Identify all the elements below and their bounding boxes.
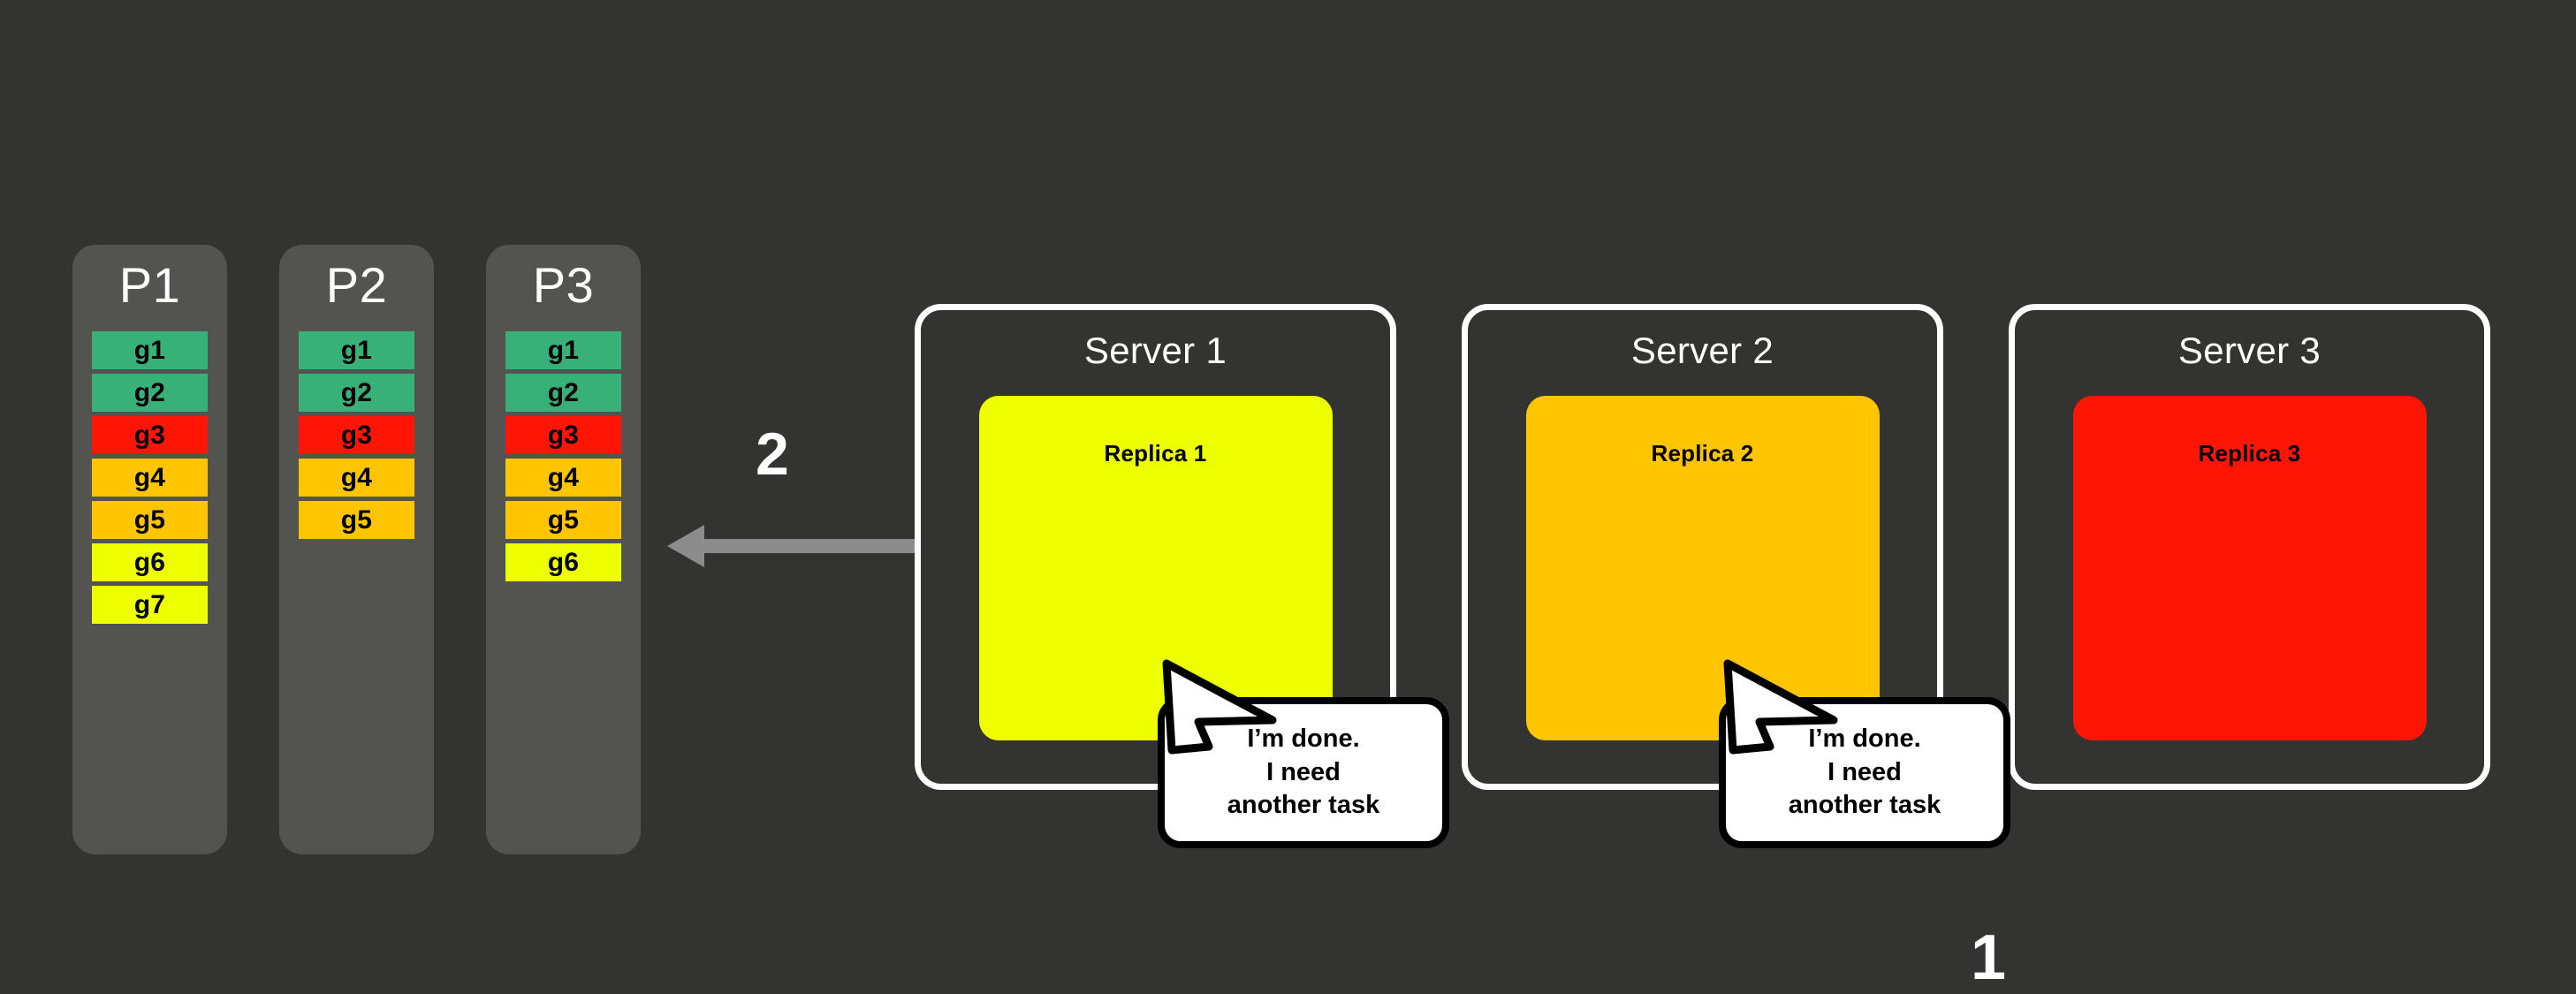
replica-3-box: Replica 3	[2072, 396, 2427, 740]
replica-2-box: Replica 2	[1525, 396, 1880, 740]
partitions-group: P1 g1 g2 g3 g4 g5 g6 g7 P2 g1 g2 g3 g4 g…	[72, 245, 641, 854]
server-2: Server 2 Replica 2	[1462, 304, 1943, 790]
group-block: g3	[299, 416, 414, 455]
group-block: g4	[505, 459, 621, 497]
group-block: g6	[505, 543, 621, 582]
speech-bubble-body: I’m done. I need another task	[1719, 697, 2010, 848]
server-2-title: Server 2	[1630, 330, 1774, 371]
bubble-line-2: I need	[1828, 757, 1902, 786]
left-arrow-icon	[667, 525, 915, 567]
bubble-line-3: another task	[1227, 791, 1380, 820]
partition-p3-groups: g1 g2 g3 g4 g5 g6	[505, 331, 621, 582]
group-block: g2	[505, 374, 621, 413]
replica-1-box: Replica 1	[978, 396, 1333, 740]
group-block: g3	[505, 416, 621, 455]
group-block: g4	[92, 459, 208, 497]
partition-p2: P2 g1 g2 g3 g4 g5	[279, 245, 434, 854]
partition-p3: P3 g1 g2 g3 g4 g5 g6	[486, 245, 641, 854]
server-3-title: Server 3	[2177, 330, 2321, 371]
partition-p1: P1 g1 g2 g3 g4 g5 g6 g7	[72, 245, 227, 854]
step-2-arrow-group: 2	[667, 424, 915, 583]
group-block: g2	[299, 374, 414, 413]
group-block: g4	[299, 459, 414, 497]
group-block: g7	[92, 586, 208, 625]
speech-bubble-tail-icon	[1162, 659, 1277, 755]
partition-p2-title: P2	[325, 257, 388, 313]
partition-p1-groups: g1 g2 g3 g4 g5 g6 g7	[92, 331, 208, 625]
servers-group: Server 1 Replica 1 Server 2 Replica 2 Se…	[915, 304, 2490, 790]
group-block: g6	[92, 543, 208, 582]
step-2-label: 2	[756, 421, 789, 488]
group-block: g3	[92, 416, 208, 455]
group-block: g1	[505, 331, 621, 370]
partition-p2-groups: g1 g2 g3 g4 g5	[299, 331, 414, 540]
step-1-label: 1	[1971, 922, 2007, 993]
speech-bubble-server-2: I’m done. I need another task	[1719, 658, 2010, 848]
bubble-line-1: I’m done.	[1808, 724, 1921, 753]
speech-bubble-tail-icon	[1723, 659, 1838, 755]
replica-1-label: Replica 1	[1104, 440, 1207, 467]
partition-p3-title: P3	[532, 257, 595, 313]
server-1-title: Server 1	[1083, 330, 1227, 371]
server-3: Server 3 Replica 3	[2009, 304, 2490, 790]
group-block: g5	[92, 501, 208, 540]
replica-3-label: Replica 3	[2198, 440, 2301, 467]
group-block: g5	[299, 501, 414, 540]
bubble-line-1: I’m done.	[1247, 724, 1360, 753]
replica-2-label: Replica 2	[1651, 440, 1754, 467]
partition-p1-title: P1	[118, 257, 181, 313]
group-block: g1	[92, 331, 208, 370]
bubble-line-2: I need	[1266, 757, 1341, 786]
speech-bubble-server-1: I’m done. I need another task	[1158, 658, 1449, 848]
server-1: Server 1 Replica 1	[915, 304, 1396, 790]
group-block: g2	[92, 374, 208, 413]
bubble-line-3: another task	[1788, 791, 1941, 820]
group-block: g1	[299, 331, 414, 370]
speech-bubble-body: I’m done. I need another task	[1158, 697, 1449, 848]
group-block: g5	[505, 501, 621, 540]
